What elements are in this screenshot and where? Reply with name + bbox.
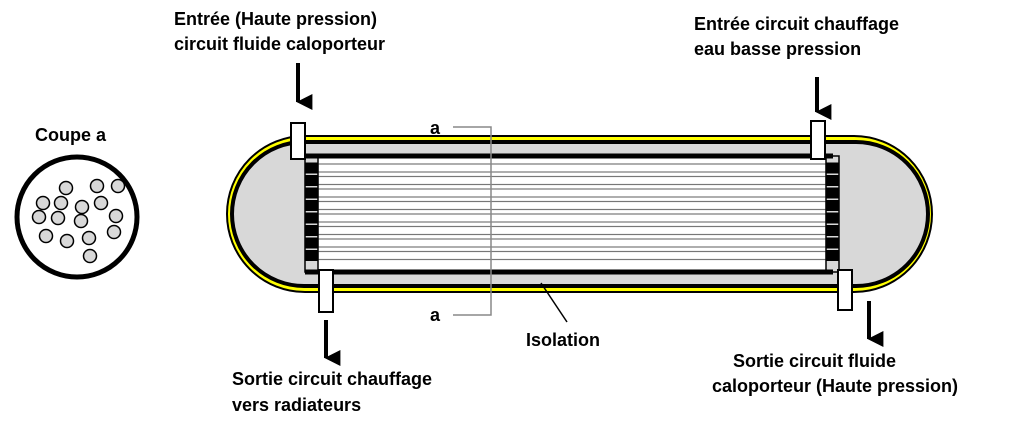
tube (317, 250, 827, 261)
tube-sheet-hole (305, 200, 318, 211)
cross-section-tube (59, 233, 75, 249)
cross-section-tube (110, 178, 126, 194)
tube-sheet-hole (305, 187, 318, 199)
label-outlet-fluid-2: caloporteur (Haute pression) (712, 376, 958, 396)
label-inlet-fluid-1: Entrée (Haute pression) (174, 9, 377, 29)
tube-sheet-frame (825, 155, 840, 273)
nozzle-inlet-heating (810, 120, 826, 160)
cross-section-tube (108, 208, 124, 224)
label-outlet-heating-2: vers radiateurs (232, 395, 361, 415)
tube-sheet-hole (826, 175, 839, 186)
left-header-chamber (248, 147, 305, 281)
tube-sheet-hole (826, 212, 839, 224)
tube-sheet-hole (305, 212, 318, 224)
label-insulation: Isolation (526, 330, 600, 350)
cross-section (14, 154, 140, 280)
tube-sheet-hole (305, 237, 318, 249)
tube-sheet-hole (305, 225, 318, 236)
tube-sheet-hole (305, 175, 318, 186)
nozzle-inlet-fluid (290, 122, 306, 160)
tube (317, 163, 827, 173)
insulation-leader-line (540, 282, 568, 323)
label-inlet-heating-2: eau basse pression (694, 39, 861, 59)
nozzle-outlet-fluid (837, 269, 853, 311)
cross-section-tube (81, 230, 97, 246)
tube-sheet-hole (826, 187, 839, 199)
cross-section-tube (58, 180, 74, 196)
cross-section-tube (82, 248, 98, 264)
label-outlet-heating-1: Sortie circuit chauffage (232, 369, 432, 389)
right-header-chamber (833, 147, 890, 281)
tube (317, 213, 827, 223)
cross-section-tube (53, 195, 69, 211)
tube (317, 238, 827, 248)
label-section-mark-bottom: a (430, 305, 441, 325)
tube-sheet-hole (826, 237, 839, 249)
label-inlet-heating-1: Entrée circuit chauffage (694, 14, 899, 34)
cross-section-tube (50, 210, 66, 226)
tube-sheet-hole (826, 162, 839, 174)
cross-section-tube (106, 224, 122, 240)
tube-sheet-frame (304, 155, 319, 273)
label-inlet-fluid-2: circuit fluide caloporteur (174, 34, 385, 54)
label-outlet-fluid-1: Sortie circuit fluide (733, 351, 896, 371)
nozzle-outlet-heating (318, 269, 334, 313)
label-section-title: Coupe a (35, 125, 107, 145)
left-tube-sheet (304, 155, 319, 273)
tube (317, 188, 827, 198)
cross-section-tube (73, 213, 89, 229)
label-section-mark-top: a (430, 118, 441, 138)
cross-section-tube (89, 178, 105, 194)
right-tube-sheet (825, 155, 840, 273)
tube (317, 175, 827, 186)
cross-section-tube (38, 228, 54, 244)
cross-section-tube (31, 209, 47, 225)
section-cut-line (453, 126, 492, 316)
cross-section-tubes (31, 178, 126, 264)
tube-sheet-hole (826, 225, 839, 236)
tube-sheet-hole (826, 250, 839, 261)
tube-sheet-hole (826, 200, 839, 211)
cross-section-tube (35, 195, 51, 211)
tube-sheet-hole (305, 162, 318, 174)
tube (317, 225, 827, 236)
tube (317, 200, 827, 211)
tube-sheet-hole (305, 250, 318, 261)
cross-section-tube (93, 195, 109, 211)
cross-section-tube (74, 199, 90, 215)
